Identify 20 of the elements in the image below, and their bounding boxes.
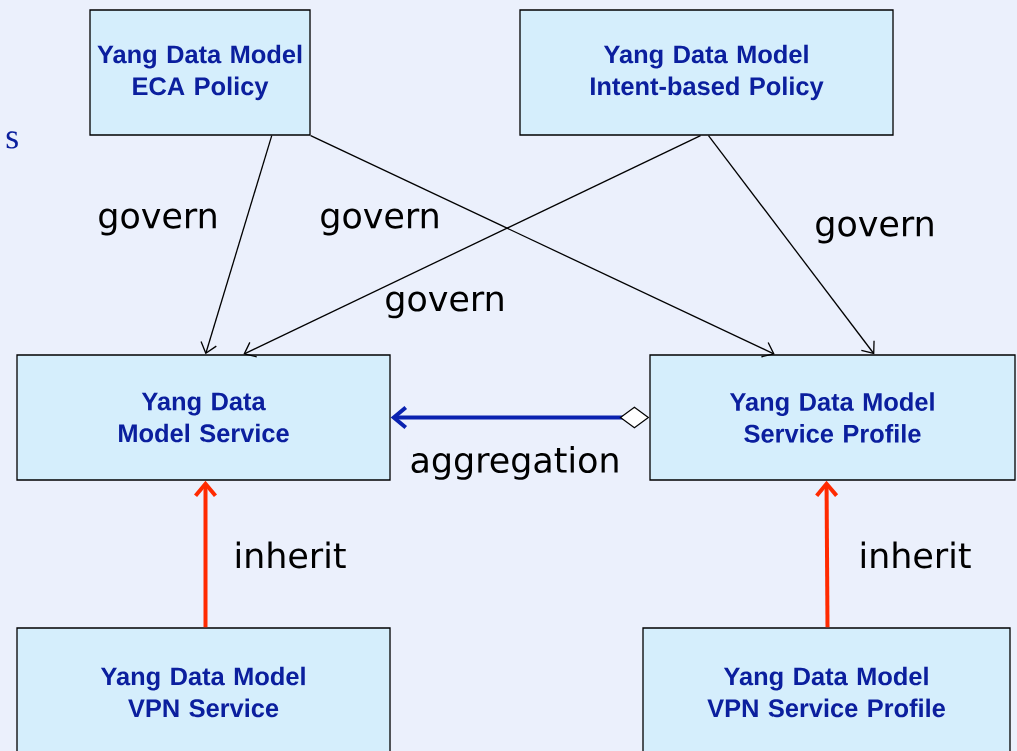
arrow: [200, 135, 273, 355]
arrow: [310, 135, 775, 358]
arrow: [194, 480, 217, 628]
arrow: [815, 480, 839, 628]
edge-label: govern: [382, 289, 508, 321]
edge-label: inherit: [856, 539, 974, 571]
model-box: Yang Data Model Intent-based Policy: [519, 9, 894, 136]
model-box: Yang Data Model Service: [16, 354, 391, 481]
edge-label: aggregation: [407, 444, 623, 482]
edge-label: govern: [317, 206, 443, 238]
text-fragment: s: [6, 131, 18, 149]
model-box: Yang Data Model VPN Service: [16, 627, 391, 751]
model-box: Yang Data Model Service Profile: [649, 354, 1016, 481]
arrow: [243, 135, 702, 358]
model-box: Yang Data Model ECA Policy: [89, 9, 311, 136]
model-box: Yang Data Model VPN Service Profile: [642, 627, 1011, 751]
edge-label: govern: [812, 214, 938, 246]
edge-label: inherit: [231, 539, 349, 571]
edge-label: govern: [95, 206, 221, 238]
arrow: [707, 135, 875, 355]
